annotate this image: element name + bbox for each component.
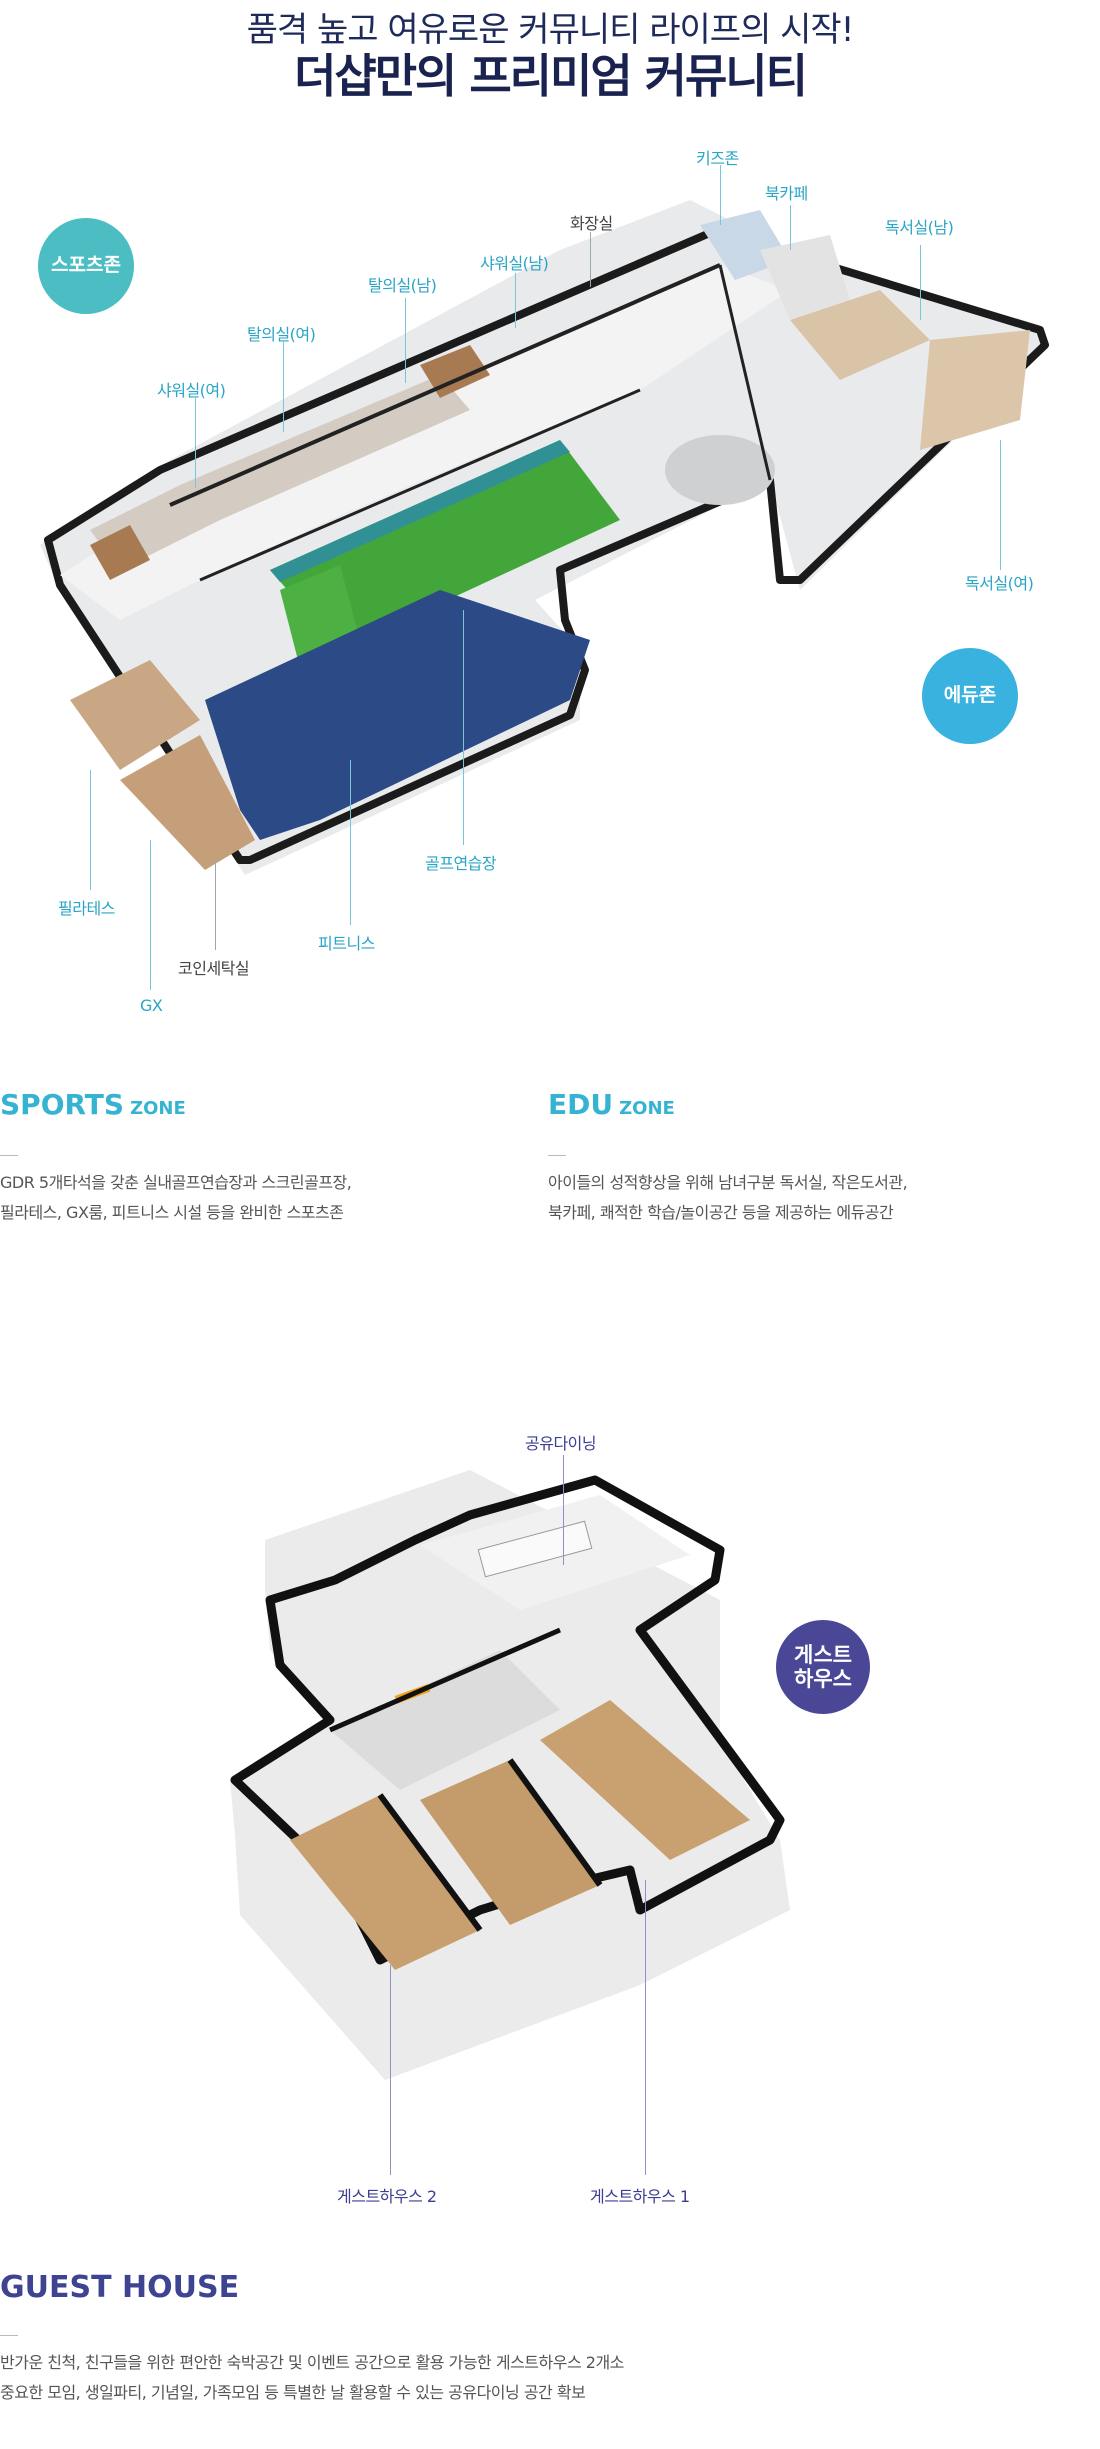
guest-house-floor-plan [230, 1470, 790, 2080]
label-gx: GX [140, 996, 163, 1015]
leader-guest-house-2 [390, 1965, 391, 2175]
edu-zone-desc-2: 북카페, 쾌적한 학습/놀이공간 등을 제공하는 에듀공간 [548, 1203, 894, 1222]
inner-walls-2 [199, 388, 641, 582]
label-guest-house-2: 게스트하우스 2 [337, 2187, 437, 2206]
inner-walls-3 [718, 264, 772, 481]
study-room-male [790, 290, 930, 380]
label-changing-male: 탈의실(남) [368, 276, 437, 295]
sports-zone-badge: 스포츠존 [38, 218, 134, 314]
community-floor-plan [40, 200, 1050, 875]
central-corridor [330, 1650, 560, 1790]
leader-changing-female [283, 342, 284, 432]
label-shower-female: 샤워실(여) [157, 381, 226, 400]
label-changing-female: 탈의실(여) [247, 325, 316, 344]
page-title: 더샵만의 프리미엄 커뮤니티 [294, 49, 808, 103]
fitness-floor [205, 590, 590, 840]
label-study-room-female: 독서실(여) [965, 574, 1034, 593]
leader-changing-male [405, 298, 406, 383]
corridor [60, 265, 790, 620]
edu-zone-desc-1: 아이들의 성적향상을 위해 남녀구분 독서실, 작은도서관, [548, 1173, 908, 1192]
gx-room [120, 735, 255, 870]
leader-restroom [590, 232, 591, 287]
guest-house-desc-2: 중요한 모임, 생일파티, 기념일, 가족모임 등 특별한 날 활용할 수 있는… [0, 2383, 586, 2402]
leader-study-female [1000, 440, 1001, 570]
edu-zone-title-main: EDU [548, 1088, 614, 1121]
edu-zone-badge: 에듀존 [922, 648, 1018, 744]
guest-house-badge: 게스트 하우스 [776, 1620, 870, 1714]
guest-house-1-floor [540, 1700, 750, 1860]
sports-zone-divider [0, 1155, 18, 1156]
wood-room-2 [420, 345, 490, 398]
guest-house-2-floor [290, 1795, 480, 1970]
label-book-cafe: 북카페 [765, 184, 808, 203]
study-room-female [920, 330, 1030, 450]
page-subtitle: 품격 높고 여유로운 커뮤니티 라이프의 시작! [246, 10, 855, 50]
book-cafe [760, 235, 850, 320]
leader-shared-dining [563, 1455, 564, 1565]
label-guest-house-1: 게스트하우스 1 [590, 2187, 690, 2206]
label-kids-zone: 키즈존 [696, 149, 739, 168]
leader-shower-male [515, 273, 516, 328]
label-shower-male: 샤워실(남) [480, 254, 549, 273]
leader-guest-house-1 [645, 1880, 646, 2175]
guest-house-title: GUEST HOUSE [0, 2270, 240, 2305]
guest-house-divider [0, 2335, 18, 2336]
inner-walls [169, 263, 721, 507]
golf-net [270, 440, 570, 582]
label-coin-laundry: 코인세탁실 [178, 959, 250, 978]
label-study-room-male: 독서실(남) [885, 218, 954, 237]
label-restroom: 화장실 [570, 214, 613, 233]
leader-gx [150, 840, 151, 990]
edu-zone-title-small: ZONE [619, 1098, 675, 1119]
middle-room-floor [420, 1760, 600, 1925]
lounge [665, 435, 775, 505]
golf-green [270, 440, 620, 650]
label-fitness: 피트니스 [318, 934, 375, 953]
wood-room-1 [90, 525, 150, 580]
leader-study-male [920, 245, 921, 320]
guest-inner-walls-3 [329, 1627, 561, 1733]
sports-zone-title-main: SPORTS [0, 1088, 125, 1121]
guest-house-desc-1: 반가운 친척, 친구들을 위한 편안한 숙박공간 및 이벤트 공간으로 활용 가… [0, 2353, 624, 2372]
guest-inner-walls [377, 1793, 483, 1932]
leader-book-cafe [790, 205, 791, 250]
edu-zone-divider [548, 1155, 566, 1156]
leader-kids-zone [720, 165, 721, 225]
label-shared-dining: 공유다이닝 [525, 1434, 597, 1453]
guest-inner-walls-2 [507, 1758, 603, 1887]
sports-zone-desc-2: 필라테스, GX룸, 피트니스 시설 등을 완비한 스포츠존 [0, 1203, 344, 1222]
leader-pilates [90, 770, 91, 890]
locker-rooms [90, 375, 470, 570]
sports-zone-desc-1: GDR 5개타석을 갖춘 실내골프연습장과 스크린골프장, [0, 1173, 352, 1192]
label-golf-practice: 골프연습장 [425, 854, 497, 873]
sports-zone-title-small: ZONE [130, 1098, 186, 1119]
leader-coin-laundry [215, 860, 216, 950]
guest-outer-walls [230, 1475, 785, 1965]
leader-golf [463, 610, 464, 845]
leader-shower-female [195, 398, 196, 488]
label-pilates: 필라테스 [58, 899, 115, 918]
pilates-room [70, 660, 200, 770]
leader-fitness [350, 760, 351, 925]
